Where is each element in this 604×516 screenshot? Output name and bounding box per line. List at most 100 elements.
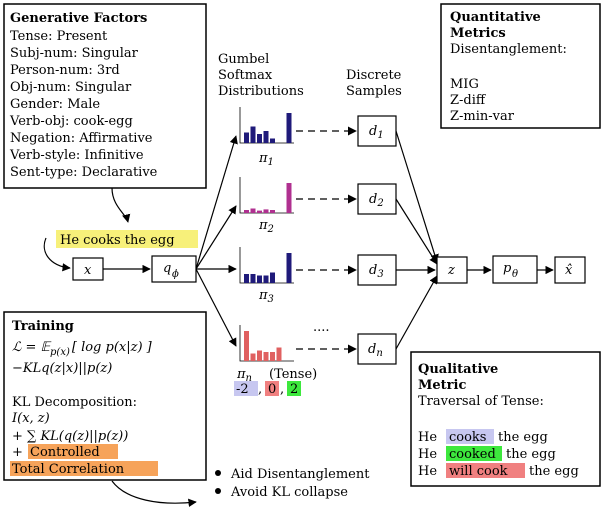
generative-factor-line: Negation: Affirmative [10,131,153,146]
gumbel-label-2: Softmax [218,68,273,83]
generative-factor-line: Sent-type: Declarative [10,165,158,180]
arrow-d2-to-z [395,198,438,265]
sum-kl-term: + ∑ KL(q(z)||p(z)) [12,429,128,444]
arrow-dn-to-z [395,275,438,350]
gumbel-label-3: Distributions [218,84,304,99]
z-node-label: z [447,263,455,278]
generative-factor-line: Tense: Present [10,29,108,44]
elbo-line: ℒ = 𝔼p(x)[ log p(x|z) ] [12,340,153,358]
histogram-pi3 [239,247,294,284]
histogram-bar [263,352,269,361]
z-node [436,256,468,284]
histogram-bar [257,275,262,283]
plus-sign: + [12,445,23,460]
training-curve-arrow [111,480,197,508]
traversal-row-2-verb: cooked [449,447,496,462]
histogram-bar [263,209,269,213]
traversal-row-3-bg [446,463,525,478]
histogram-bar [244,132,249,143]
histogram-axis [239,177,294,214]
dn-node: dn [357,333,397,365]
pi2-label: π2 [258,218,274,235]
encoder-node [151,255,197,283]
input-curve-arrow [43,237,71,272]
histogram-bar [250,126,256,143]
tense-value-neg2: -2 [236,382,249,397]
histogram-pin [239,325,294,362]
quantitative-metrics-box: Quantitative Metrics Disentanglement: MI… [440,3,601,129]
histogram-bar [286,183,292,213]
traversal-row-1-post: the egg [498,430,548,445]
tense-value-0-bg [265,381,279,396]
svg-text:d3: d3 [369,263,384,280]
svg-text:dn: dn [368,342,383,359]
histogram-bar [270,210,275,213]
histogram-axis [239,325,294,362]
qualitative-title-2: Metric [418,378,466,393]
tense-value-0: 0 [268,382,276,397]
metric-zminvar: Z-min-var [450,109,515,124]
svg-text:,: , [258,382,262,397]
tense-value-neg2-bg [234,381,258,396]
traversal-row-1-pre: He [418,430,437,445]
histogram-bar [257,134,262,143]
input-highlight [56,230,198,248]
generative-factor-line: Verb-style: Infinitive [9,148,144,163]
traversal-row-2-post: the egg [506,447,556,462]
tense-value-2: 2 [290,382,298,397]
kl-decomp-label: KL Decomposition: [12,395,137,410]
histogram-bar [286,113,292,143]
traversal-row-1-verb: cooks [449,430,486,445]
histogram-bar [276,347,282,361]
traversal-row-2-pre: He [418,447,437,462]
traversal-row-3-verb: will cook [449,464,508,479]
arrow-q-to-pi1 [195,135,238,270]
metric-zdiff: Z-diff [450,93,487,108]
arrow-q-to-pin [195,268,237,347]
decoder-sub: θ [512,269,518,280]
histogram-bar [257,350,262,361]
bullet-dot-2 [215,488,221,494]
controlled-bg [28,444,118,459]
tense-note: (Tense) [269,367,317,382]
bullet-dot-1 [215,470,221,476]
gf-curve-arrow [111,187,131,223]
traversal-row-3-post: the egg [529,464,579,479]
discrete-label-1: Discrete [346,68,402,83]
histogram-bar [250,208,256,213]
histogram-bar [244,274,249,283]
xhat-label: x̂ [565,263,573,278]
histogram-pi1 [239,107,294,144]
tense-value-2-bg [287,381,301,396]
histogram-bar [286,253,292,283]
generative-factor-line: Person-num: 3rd [10,63,120,78]
decoder-label: p [503,261,512,276]
histogram-pi2 [239,177,294,214]
discrete-label-2: Samples [346,84,402,99]
quantitative-title-1: Quantitative [450,10,541,25]
svg-text:,: , [280,382,284,397]
mutual-info-term: I(x, z) [11,411,50,426]
quantitative-subtitle: Disentanglement: [450,42,567,57]
generative-factors-box: Generative Factors Tense: PresentSubj-nu… [3,3,207,189]
traversal-row-1-bg [446,429,494,444]
svg-text:d2: d2 [369,192,384,209]
pi3-label: π3 [258,288,274,305]
quantitative-title-2: Metrics [450,26,506,41]
generative-factor-line: Verb-obj: cook-egg [9,114,133,129]
histogram-bar [244,210,249,213]
total-correlation-label: Total Correlation [12,462,125,477]
x-node-label: x [84,263,92,278]
histogram-bar [250,353,256,361]
generative-factors-title: Generative Factors [10,11,147,26]
qualitative-metric-box: Qualitative Metric Traversal of Tense: H… [410,351,601,487]
gumbel-label-1: Gumbel [218,52,269,67]
controlled-label: Controlled [30,445,100,460]
ellipsis: .... [313,320,330,335]
histogram-bar [263,131,269,143]
histogram-bar [263,275,269,283]
bullet-avoid-kl-collapse: Avoid KL collapse [230,485,348,500]
metric-mig: MIG [450,77,479,92]
